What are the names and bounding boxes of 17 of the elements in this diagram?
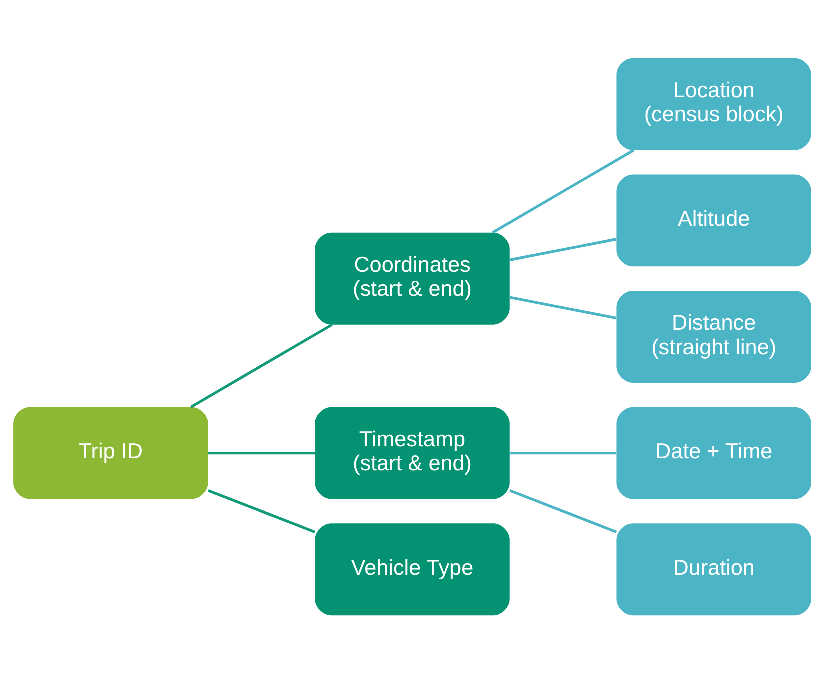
node-box: Trip ID	[14, 406, 208, 499]
node-box: Vehicle Type	[315, 523, 510, 616]
node-box: Coordinates (start & end)	[315, 232, 510, 324]
connector	[510, 488, 618, 533]
connector	[510, 296, 617, 320]
connector	[190, 323, 333, 408]
connector	[510, 238, 617, 261]
node-box: Location (census block)	[616, 58, 812, 150]
node-box: Duration	[616, 523, 812, 616]
connector	[208, 451, 316, 454]
connector	[510, 451, 617, 454]
node-box: Date + Time	[616, 406, 812, 499]
node-box: Timestamp (start & end)	[315, 406, 510, 499]
connector	[492, 148, 635, 234]
connector	[208, 488, 316, 533]
node-box: Altitude	[616, 174, 812, 266]
node-box: Distance (straight line)	[616, 290, 812, 382]
